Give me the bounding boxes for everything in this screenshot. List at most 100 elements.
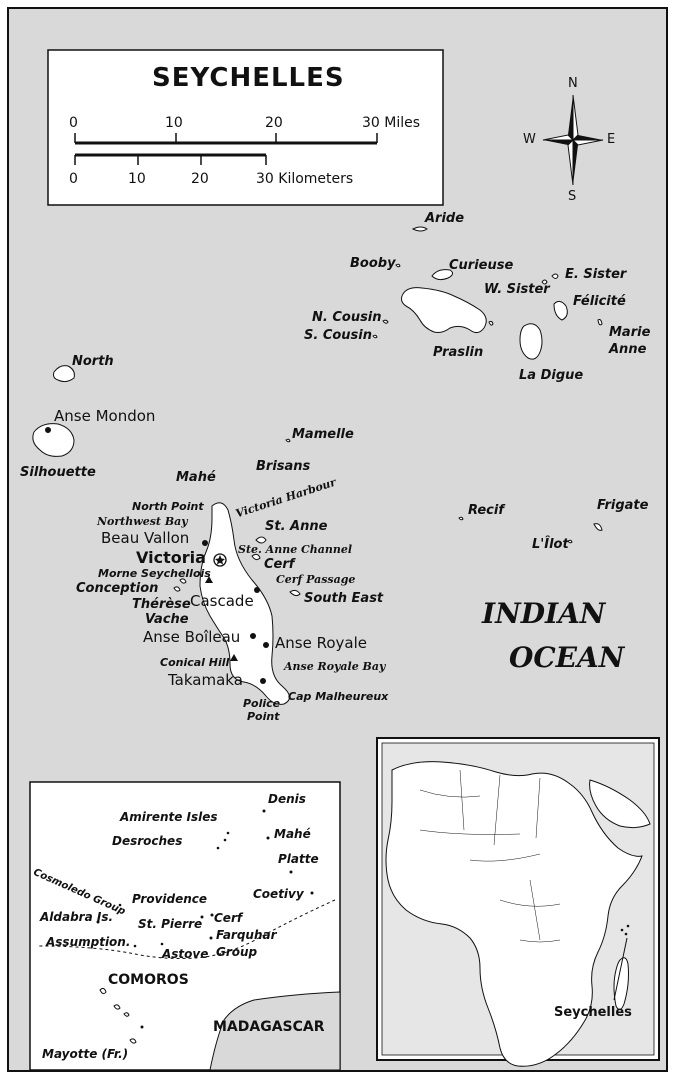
label-north-point: North Point [132, 500, 204, 513]
s-cousin-island [372, 334, 378, 339]
w-sister-island [541, 279, 548, 285]
label-mahe: Mahé [176, 470, 216, 485]
felicite-island [553, 300, 568, 321]
scale-miles-30: 30 Miles [362, 115, 421, 131]
label-anse-royale-bay: Anse Royale Bay [284, 660, 386, 673]
compass-rose-icon [542, 94, 604, 186]
label-northwest-bay: Northwest Bay [97, 515, 188, 528]
madagascar-landmass [209, 991, 341, 1071]
frigate-island [593, 523, 603, 531]
scale-km-30: 30 Kilometers [256, 171, 354, 187]
inset-label-st-pierre: St. Pierre [138, 917, 203, 931]
scale-km-10: 10 [128, 171, 146, 187]
label-s-cousin: S. Cousin [304, 328, 373, 343]
title-box [47, 49, 444, 206]
inset-label-mayotte: Mayotte (Fr.) [42, 1047, 129, 1061]
label-silhouette: Silhouette [20, 465, 96, 480]
compass-west-label: W [523, 132, 536, 147]
label-point: Point [247, 710, 280, 723]
label-anse-royale: Anse Royale [275, 634, 367, 652]
miles-scale-bar [74, 133, 378, 145]
inset-label-platte: Platte [278, 852, 319, 866]
compass-south-label: S [568, 189, 577, 204]
kilometers-scale-bar [74, 153, 267, 165]
label-frigate: Frigate [597, 498, 649, 513]
small-isle-praslin [488, 320, 494, 326]
scale-km-20: 20 [191, 171, 209, 187]
label-marie: Marie [609, 325, 651, 340]
label-police: Police [243, 697, 281, 710]
map-title: SEYCHELLES [152, 63, 345, 93]
label-recif: Recif [468, 503, 504, 518]
anse-mondon-dot [45, 427, 51, 433]
arabian-peninsula [589, 779, 651, 829]
scale-miles-0: 0 [69, 115, 78, 131]
inset-label-denis: Denis [268, 792, 306, 806]
anse-royale-dot [263, 642, 269, 648]
label-cascade: Cascade [190, 592, 254, 610]
eez-boundary-line [38, 899, 336, 959]
north-island [53, 365, 75, 383]
label-takamaka: Takamaka [168, 671, 243, 689]
label-w-sister: W. Sister [484, 282, 550, 297]
label-st-anne: St. Anne [265, 519, 328, 534]
inset-label-madagascar: MADAGASCAR [213, 1019, 325, 1035]
comoros-islands [99, 987, 137, 1044]
inset-label-coetivy: Coetivy [253, 887, 304, 901]
label-morne-seychellois: Morne Seychellois [98, 567, 211, 580]
label-e-sister: E. Sister [565, 267, 627, 282]
conical-hill-peak-icon [230, 654, 238, 661]
aride-island [411, 226, 428, 232]
label-felicite: Félicité [573, 294, 626, 309]
label-conception: Conception [76, 581, 159, 596]
mamelle-island [285, 438, 291, 443]
marie-anne-island [597, 319, 603, 326]
scale-miles-20: 20 [265, 115, 283, 131]
label-cerf-passage: Cerf Passage [276, 573, 356, 586]
booby-island [395, 263, 401, 268]
peak-markers [205, 576, 238, 661]
label-n-cousin: N. Cousin [312, 310, 382, 325]
inset-label-amirante: Amirente Isles [120, 810, 218, 824]
inset-label-comoros: COMOROS [108, 972, 189, 988]
cerf-island [251, 553, 261, 561]
anse-boileau-dot [250, 633, 256, 639]
inset-label-providence: Providence [132, 892, 208, 906]
inset-label-farquhar: Farquhar [216, 928, 277, 942]
compass-north-label: N [568, 76, 578, 91]
label-conical-hill: Conical Hill [160, 656, 230, 669]
label-praslin: Praslin [433, 345, 484, 360]
e-sister-island [551, 273, 559, 279]
label-north: North [72, 354, 114, 369]
morne-seychellois-peak-icon [205, 576, 213, 583]
inset-label-assumption: Assumption. [46, 935, 131, 949]
scale-miles-10: 10 [165, 115, 183, 131]
label-vache: Vache [145, 612, 189, 627]
inset-island-dots [96, 809, 314, 1029]
inset-label-astove: Astove [162, 947, 209, 961]
cascade-dot [254, 587, 260, 593]
town-markers [45, 427, 269, 684]
n-cousin-island [382, 319, 389, 324]
beau-vallon-dot [202, 540, 208, 546]
inset-label-desroches: Desroches [112, 834, 183, 848]
label-anne: Anne [609, 342, 647, 357]
africa-borders [419, 769, 561, 943]
inset-label-aldabra: Aldabra Is. [40, 910, 114, 924]
st-anne-island [255, 536, 267, 544]
label-brisans: Brisans [256, 459, 311, 474]
africa-landmass [385, 761, 643, 1067]
label-anse-boileau: Anse Boîleau [143, 628, 241, 646]
therese-island [179, 578, 187, 584]
ocean-label-line1: INDIAN [482, 597, 606, 630]
label-cap-malheureux: Cap Malheureux [288, 690, 389, 703]
label-lilot: L'Îlot [532, 537, 569, 552]
label-curieuse: Curieuse [449, 258, 514, 273]
ocean-label-line2: OCEAN [509, 641, 625, 674]
recif-island [458, 516, 464, 521]
madagascar-inset [613, 957, 629, 1010]
inset-label-group: Group [216, 945, 258, 959]
lilot-island [567, 539, 573, 544]
